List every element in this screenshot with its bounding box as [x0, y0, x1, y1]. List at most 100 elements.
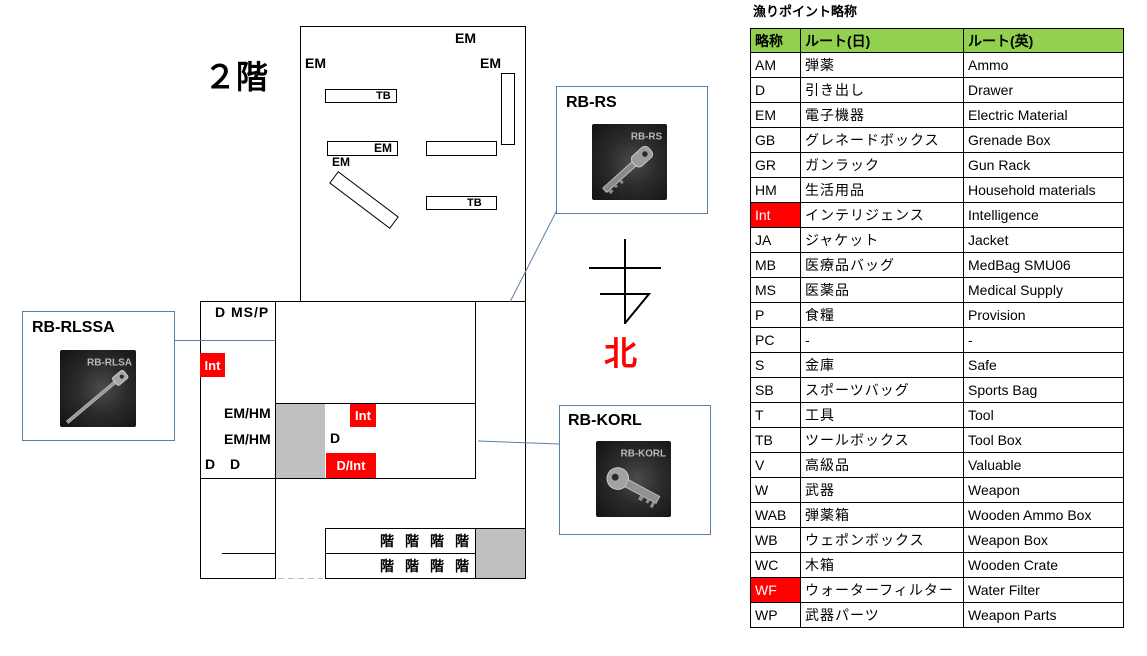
room-label-d-left-2: D [230, 456, 241, 472]
legend-ja-cell: ツールボックス [800, 427, 964, 453]
legend-ja-cell: グレネードボックス [800, 127, 964, 153]
legend-en-cell: Gun Rack [963, 152, 1124, 178]
room-label-d-ms-p: D MS/P [215, 304, 270, 320]
room-label-em-hm-lower: EM/HM [224, 431, 271, 447]
legend-ja-cell: 工具 [800, 402, 964, 428]
legend-abbr-cell: P [750, 302, 801, 328]
legend-header-abbr: 略称 [750, 28, 801, 53]
legend-abbr-cell: GR [750, 152, 801, 178]
leader-line-rb-korl [477, 440, 560, 445]
gray-fixture-center [276, 404, 325, 478]
legend-en-cell: Wooden Ammo Box [963, 502, 1124, 528]
legend-abbr-cell: SB [750, 377, 801, 403]
tower-label-em-shelf: EM [374, 141, 392, 155]
key-icon: RB-KORL [596, 441, 671, 517]
legend-ja-cell: インテリジェンス [800, 202, 964, 228]
north-label: 北 [604, 335, 637, 372]
legend-abbr-cell: V [750, 452, 801, 478]
legend-ja-cell: スポーツバッグ [800, 377, 964, 403]
key-icon: RB-RS [592, 124, 667, 200]
tower-label-tb-lower: TB [467, 197, 482, 209]
key-icon: RB-RLSA [60, 350, 136, 427]
drawer-intel-marker: D/Int [326, 453, 376, 478]
legend-en-cell: Electric Material [963, 102, 1124, 128]
room-label-em-hm-upper: EM/HM [224, 405, 271, 421]
legend-abbr-cell: GB [750, 127, 801, 153]
legend-abbr-cell: TB [750, 427, 801, 453]
toolbox-upper-rect [325, 89, 397, 103]
intel-marker-left: Int [200, 353, 225, 377]
callout-title: RB-KORL [568, 412, 642, 429]
icon-label: RB-RS [631, 131, 663, 142]
stairs-label: 階 [430, 533, 444, 549]
legend-en-cell: Wooden Crate [963, 552, 1124, 578]
legend-abbr-cell: Int [750, 202, 801, 228]
tower-label-em-diagonal: EM [332, 155, 350, 169]
legend-ja-cell: 高級品 [800, 452, 964, 478]
legend-en-cell: Medical Supply [963, 277, 1124, 303]
legend-en-cell: Weapon Box [963, 527, 1124, 553]
intel-marker-center: Int [350, 404, 376, 427]
leader-line-rb-rs [509, 209, 558, 303]
stairs-row-upper: 階 階 階 階 [380, 533, 469, 549]
legend-abbr-cell: WC [750, 552, 801, 578]
stairs-label: 階 [380, 558, 394, 574]
legend-en-cell: Tool [963, 402, 1124, 428]
legend-abbr-cell: S [750, 352, 801, 378]
legend-ja-cell: 武器パーツ [800, 602, 964, 628]
callout-rb-rs: RB-RS RB-RS [556, 86, 708, 214]
icon-label: RB-KORL [621, 448, 666, 459]
legend-en-cell: Drawer [963, 77, 1124, 103]
legend-abbr-cell: WF [750, 577, 801, 603]
legend-abbr-cell: PC [750, 327, 801, 353]
legend-abbr-cell: WB [750, 527, 801, 553]
legend-ja-cell: 引き出し [800, 77, 964, 103]
legend-en-cell: - [963, 327, 1124, 353]
stairs-label: 階 [380, 533, 394, 549]
legend-ja-cell: 医療品バッグ [800, 252, 964, 278]
building-walls [200, 26, 526, 579]
legend-header-ja: ルート(日) [800, 28, 964, 53]
legend-abbr-cell: AM [750, 52, 801, 78]
legend-en-cell: Sports Bag [963, 377, 1124, 403]
toolbox-lower-rect [426, 196, 497, 210]
legend-abbr-cell: HM [750, 177, 801, 203]
room-label-d-left-1: D [205, 456, 216, 472]
legend-en-cell: Intelligence [963, 202, 1124, 228]
callout-title: RB-RLSSA [32, 319, 115, 336]
legend-ja-cell: 医薬品 [800, 277, 964, 303]
legend-en-cell: Grenade Box [963, 127, 1124, 153]
tower-label-em-top: EM [455, 30, 476, 46]
north-arrow-icon [589, 239, 661, 324]
legend-ja-cell: ガンラック [800, 152, 964, 178]
legend-en-cell: Tool Box [963, 427, 1124, 453]
stairs-label: 階 [405, 558, 419, 574]
legend-abbr-cell: EM [750, 102, 801, 128]
legend-en-cell: Household materials [963, 177, 1124, 203]
tower-label-em-left: EM [305, 55, 326, 71]
legend-ja-cell: 木箱 [800, 552, 964, 578]
legend-en-cell: Weapon Parts [963, 602, 1124, 628]
legend-en-cell: Water Filter [963, 577, 1124, 603]
stairs-label: 階 [455, 558, 469, 574]
legend-ja-cell: ウェポンボックス [800, 527, 964, 553]
legend-ja-cell: ジャケット [800, 227, 964, 253]
legend-en-cell: MedBag SMU06 [963, 252, 1124, 278]
legend-abbr-cell: MB [750, 252, 801, 278]
